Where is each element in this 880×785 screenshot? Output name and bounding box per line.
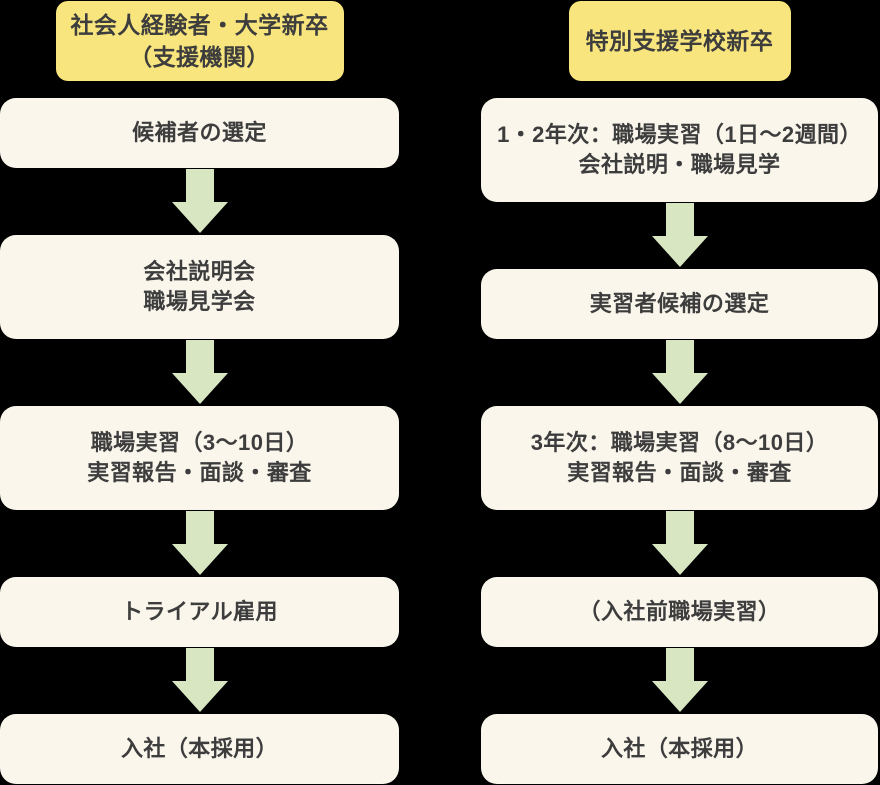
step-line: （入社前職場実習） — [578, 599, 781, 624]
step-line: 職場実習（3〜10日） — [90, 430, 309, 455]
flow-step-trainee-selection: 実習者候補の選定 — [481, 269, 878, 339]
step-line: 候補者の選定 — [132, 120, 267, 145]
flow-step-yr3-training: 3年次：職場実習（8〜10日） 実習報告・面談・審査 — [481, 406, 878, 510]
flow-step-company-briefing: 会社説明会 職場見学会 — [0, 235, 399, 339]
header-line: 特別支援学校新卒 — [585, 28, 774, 54]
arrow-down-icon — [651, 511, 708, 575]
column-header-general: 社会人経験者・大学新卒 （支援機関） — [55, 1, 344, 81]
flow-step-joining-company: 入社（本採用） — [481, 714, 878, 784]
arrow-down-icon — [171, 648, 228, 712]
step-line: 会社説明・職場見学 — [578, 152, 781, 177]
arrow-down-icon — [171, 169, 228, 233]
flow-step-joining-company: 入社（本採用） — [0, 714, 399, 784]
column-general-hires: 社会人経験者・大学新卒 （支援機関） 候補者の選定 会社説明会 職場見学会 職場… — [0, 0, 399, 784]
column-special-school-hires: 特別支援学校新卒 1・2年次：職場実習（1日〜2週間） 会社説明・職場見学 実習… — [481, 0, 878, 784]
arrow-down-icon — [651, 648, 708, 712]
arrow-down-icon — [171, 511, 228, 575]
flow-step-trial-employment: トライアル雇用 — [0, 577, 399, 647]
step-line: トライアル雇用 — [121, 599, 278, 624]
column-header-special-school: 特別支援学校新卒 — [568, 1, 791, 81]
arrow-down-icon — [651, 203, 708, 267]
step-line: 実習報告・面談・審査 — [87, 460, 312, 485]
flow-step-workplace-training: 職場実習（3〜10日） 実習報告・面談・審査 — [0, 406, 399, 510]
step-line: 3年次：職場実習（8〜10日） — [530, 430, 829, 455]
step-line: 入社（本採用） — [600, 736, 759, 761]
step-line: 入社（本採用） — [120, 736, 279, 761]
arrow-down-icon — [171, 340, 228, 404]
step-line: 職場見学会 — [143, 289, 256, 314]
header-line: （支援機関） — [129, 44, 270, 70]
flow-step-candidate-selection: 候補者の選定 — [0, 98, 399, 168]
step-line: 実習者候補の選定 — [589, 291, 770, 316]
step-line: 1・2年次：職場実習（1日〜2週間） — [497, 122, 862, 147]
header-line: 社会人経験者・大学新卒 — [70, 12, 329, 38]
arrow-down-icon — [651, 340, 708, 404]
step-line: 会社説明会 — [143, 259, 256, 284]
flow-step-yr1-2-training: 1・2年次：職場実習（1日〜2週間） 会社説明・職場見学 — [481, 98, 878, 202]
step-line: 実習報告・面談・審査 — [567, 460, 792, 485]
flow-step-pre-hire-training: （入社前職場実習） — [481, 577, 878, 647]
